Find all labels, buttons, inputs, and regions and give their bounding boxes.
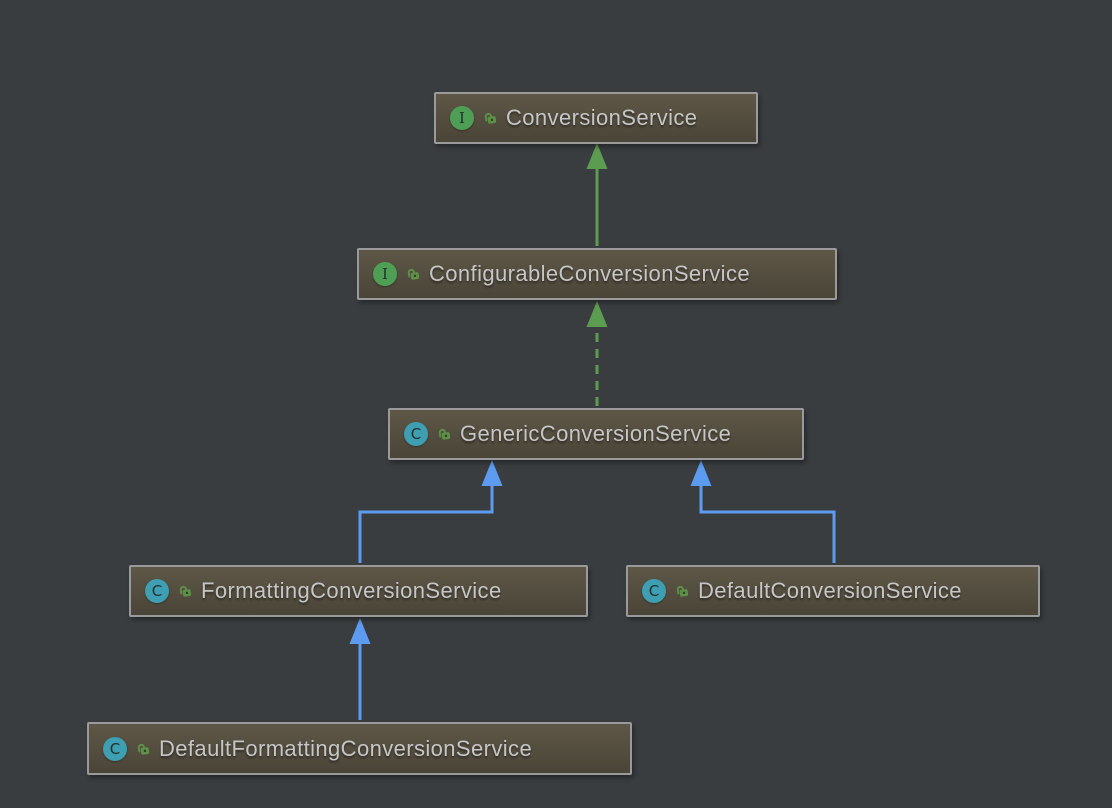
- class-icon: C: [103, 736, 127, 761]
- public-lock-icon: [405, 266, 421, 282]
- class-icon: C: [145, 579, 169, 603]
- class-icon: C: [404, 422, 428, 446]
- edge-implements-generic-to-configurable: [586, 301, 608, 406]
- public-lock-icon: [177, 583, 193, 599]
- node-label: ConversionService: [506, 105, 698, 130]
- node-configurable-conversion-service[interactable]: I ConfigurableConversionService: [357, 248, 837, 300]
- edge-extends-configurable-to-conversion: [586, 143, 608, 246]
- public-lock-icon: [482, 110, 498, 126]
- node-default-formatting-conversion-service[interactable]: C DefaultFormattingConversionService: [87, 722, 632, 775]
- node-formatting-conversion-service[interactable]: C FormattingConversionService: [129, 565, 588, 617]
- node-generic-conversion-service[interactable]: C GenericConversionService: [388, 408, 804, 460]
- public-lock-icon: [135, 741, 151, 757]
- node-conversion-service[interactable]: I ConversionService: [434, 92, 758, 144]
- public-lock-icon: [436, 426, 452, 442]
- node-label: DefaultFormattingConversionService: [159, 735, 533, 761]
- node-default-conversion-service[interactable]: C DefaultConversionService: [626, 565, 1040, 617]
- edge-extends-defaultformatting-to-formatting: [349, 618, 371, 720]
- edge-extends-formatting-to-generic: [358, 460, 503, 563]
- node-label: FormattingConversionService: [201, 578, 502, 603]
- interface-icon: I: [373, 262, 397, 286]
- class-icon: C: [642, 579, 666, 603]
- interface-icon: I: [450, 106, 474, 130]
- node-label: ConfigurableConversionService: [429, 261, 750, 286]
- node-label: DefaultConversionService: [698, 578, 962, 603]
- node-label: GenericConversionService: [460, 421, 732, 446]
- edge-extends-default-to-generic: [690, 460, 836, 563]
- public-lock-icon: [674, 583, 690, 599]
